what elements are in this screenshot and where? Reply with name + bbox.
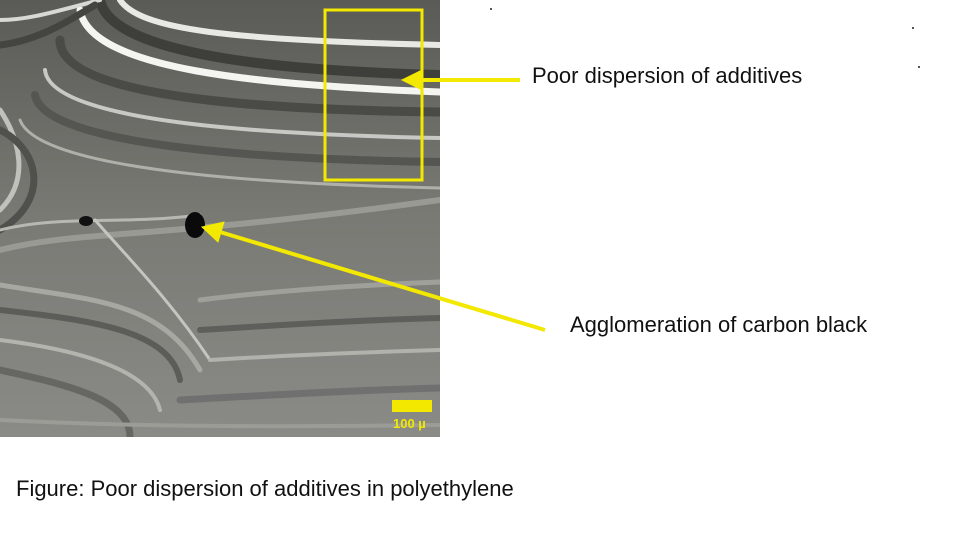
stray-dot: [490, 8, 492, 10]
arrow-carbon-black: [200, 221, 546, 332]
stray-dot: [912, 27, 914, 29]
annotation-carbon-black-label: Agglomeration of carbon black: [570, 312, 868, 337]
annotation-dispersion-label: Poor dispersion of additives: [532, 63, 803, 88]
figure-caption: Figure: Poor dispersion of additives in …: [16, 476, 514, 501]
scale-bar-label: 100 µ: [393, 416, 426, 431]
stray-dot: [918, 66, 920, 68]
micrograph-image: 100 µ: [0, 0, 440, 437]
arrow-dispersion: [400, 70, 520, 90]
